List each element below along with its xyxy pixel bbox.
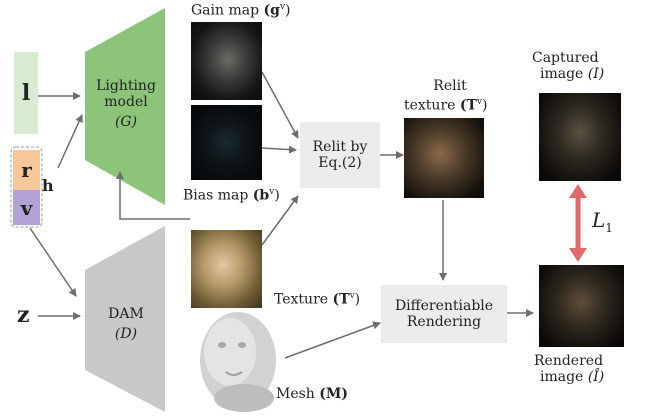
rendered-image <box>539 265 624 347</box>
texture-label: Texture (Tv) <box>274 291 360 308</box>
texture-sup: v <box>349 291 355 301</box>
loss-symbol: L <box>592 208 606 232</box>
loss-arrow-bottom <box>569 248 587 262</box>
lighting-model-label: Lighting model (G) <box>90 78 162 130</box>
loss-arrow-top <box>569 184 587 198</box>
input-h-label: h <box>42 176 54 195</box>
bias-map-symbol: (b <box>252 187 270 204</box>
arrow-bias-to-relit <box>261 145 297 154</box>
rv-dashed-group <box>10 146 43 228</box>
relit-texture-close: ) <box>482 97 488 114</box>
input-r-box: r <box>13 150 40 190</box>
bias-map-sup: v <box>269 187 275 197</box>
loss-label: L1 <box>592 208 613 235</box>
gain-map-symbol: (g <box>263 2 280 19</box>
mesh-text: Mesh <box>276 386 315 402</box>
bias-map-image <box>191 105 262 180</box>
lighting-model-line2: model <box>104 94 148 110</box>
dam-label: DAM (D) <box>90 306 162 342</box>
texture-close: ) <box>354 291 361 308</box>
dam-line1: DAM <box>108 306 144 322</box>
gain-map-label: Gain map (gv) <box>191 2 291 19</box>
bias-map-close: ) <box>274 187 280 204</box>
relit-texture-sup: v <box>476 97 483 107</box>
rendered-symbol: (Î) <box>587 369 605 385</box>
diff-rendering-line2: Rendering <box>406 314 482 330</box>
gain-map-sup: v <box>279 2 286 12</box>
gain-map-image <box>191 22 262 100</box>
relit-texture-label: Relit texture (Tv) <box>404 78 504 114</box>
relit-texture-image <box>404 118 484 198</box>
texture-image <box>191 230 262 308</box>
texture-symbol: (T <box>332 291 350 308</box>
gain-map-text: Gain map <box>191 2 260 19</box>
arrow-gain-to-relit <box>261 71 299 139</box>
rendered-image-label: Rendered image (Î) <box>526 353 638 385</box>
rendered-line1: Rendered <box>534 353 604 369</box>
captured-image <box>539 93 621 181</box>
dam-symbol: (D) <box>114 326 138 342</box>
arrow-texture-to-lighting <box>116 171 190 220</box>
diff-rendering-line1: Differentiable <box>394 298 494 314</box>
relit-texture-line1: Relit <box>433 78 467 94</box>
input-l-box: l <box>14 52 38 134</box>
input-r-label: r <box>21 158 32 182</box>
lighting-model-shape <box>85 8 165 205</box>
relit-by-line1: Relit by <box>312 139 368 155</box>
lighting-model-line1: Lighting <box>96 78 156 94</box>
arrow-texture-to-relit <box>261 195 299 246</box>
arrow-mesh-to-rendering <box>284 321 381 359</box>
mesh-image <box>200 312 276 412</box>
mesh-symbol: (M) <box>319 386 349 402</box>
arrow-h-to-lighting <box>57 114 83 169</box>
mesh-label: Mesh (M) <box>276 386 348 402</box>
arrow-v-to-dam <box>29 227 77 297</box>
gain-map-close: ) <box>285 2 291 19</box>
input-v-box: v <box>13 190 40 225</box>
input-l-label: l <box>21 80 31 106</box>
input-v-label: v <box>20 195 33 220</box>
relit-texture-line2: texture <box>404 97 456 114</box>
differentiable-rendering-box: Differentiable Rendering <box>381 285 507 343</box>
captured-line2: image <box>540 66 584 82</box>
lighting-model-symbol: (G) <box>114 114 138 130</box>
input-z-label: z <box>17 302 30 328</box>
relit-texture-symbol: (T <box>459 97 477 114</box>
captured-line1: Captured <box>532 50 599 66</box>
texture-text: Texture <box>274 291 329 308</box>
bias-map-text: Bias map <box>183 187 249 204</box>
dam-shape <box>85 226 165 412</box>
loss-sub: 1 <box>605 221 613 235</box>
captured-symbol: (I) <box>587 66 605 82</box>
relit-by-line2: Eq.(2) <box>318 155 362 171</box>
rendered-line2: image <box>540 369 584 385</box>
captured-image-label: Captured image (I) <box>528 50 638 82</box>
relit-by-box: Relit by Eq.(2) <box>300 122 380 188</box>
bias-map-label: Bias map (bv) <box>183 187 280 204</box>
